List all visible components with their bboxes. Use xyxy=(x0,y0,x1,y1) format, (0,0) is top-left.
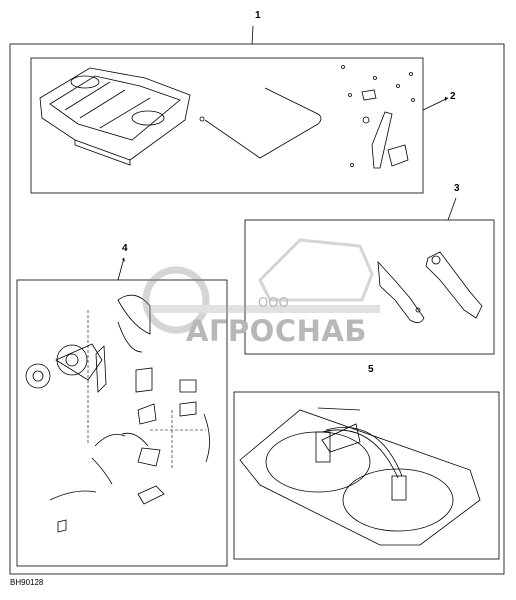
bracket-set-part xyxy=(341,65,415,169)
mower-deck-part xyxy=(239,407,481,546)
box-3 xyxy=(244,219,495,355)
mounting-arm-parts xyxy=(377,251,483,323)
hydraulic-parts xyxy=(25,294,210,533)
callout-1: 1 xyxy=(255,10,261,21)
callout-2: 2 xyxy=(450,91,456,102)
callout-5: 5 xyxy=(368,364,374,375)
watermark-company-name: АГРОСНАБ xyxy=(186,314,367,348)
callout-4: 4 xyxy=(122,243,128,254)
box-5 xyxy=(233,391,500,560)
figure-code: BH90128 xyxy=(10,578,44,587)
box-4 xyxy=(16,279,228,567)
watermark-prefix: ООО xyxy=(258,296,289,311)
callout-3: 3 xyxy=(454,183,460,194)
roof-panel-part xyxy=(39,67,191,166)
u-rod-part xyxy=(204,87,322,159)
box-2 xyxy=(30,57,424,194)
watermark-logo xyxy=(142,238,380,334)
kit-outer-frame xyxy=(9,43,505,575)
